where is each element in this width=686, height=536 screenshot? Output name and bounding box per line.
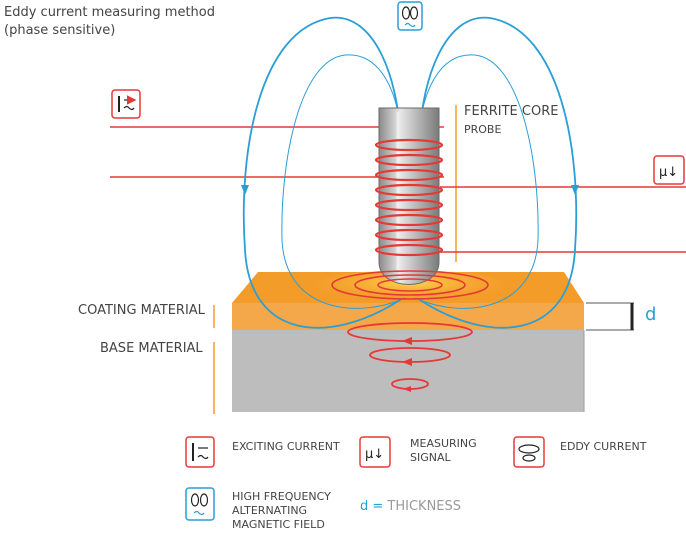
title-line-2: (phase sensitive) — [4, 23, 116, 38]
legend-exciting-current-label: EXCITING CURRENT — [232, 440, 340, 453]
thickness-symbol: d — [645, 304, 657, 325]
legend-magnetic-field-icon — [185, 487, 215, 521]
legend-eddy-current-label: EDDY CURRENT — [560, 440, 647, 453]
guide-lines — [213, 105, 457, 414]
coating-material-block — [232, 270, 584, 330]
legend-thickness: d = THICKNESS — [360, 500, 461, 514]
svg-text:μ↓: μ↓ — [659, 165, 678, 180]
magnetic-field-lines — [241, 16, 579, 329]
legend-hf-line-1: HIGH FREQUENCY — [232, 490, 331, 503]
exciting-current-icon — [111, 89, 141, 119]
legend-exciting-current-icon — [185, 436, 215, 468]
legend-thickness-prefix: d = — [360, 499, 384, 514]
thickness-bracket — [586, 302, 634, 331]
legend-eddy-current-icon — [513, 436, 545, 468]
eddy-current-surface-rings — [331, 270, 489, 300]
legend-thickness-text: THICKNESS — [387, 499, 462, 514]
eddy-current-base-rings — [347, 322, 473, 392]
ferrite-core-label: FERRITE CORE — [464, 104, 559, 119]
legend-measuring-signal-icon: μ↓ — [359, 436, 391, 468]
legend-measuring-line-1: MEASURING — [410, 437, 477, 450]
base-material-label: BASE MATERIAL — [100, 341, 203, 356]
magnetic-field-icon — [397, 1, 423, 31]
measuring-signal-icon: μ↓ — [653, 155, 685, 185]
probe-label: PROBE — [464, 123, 502, 136]
legend-hf-line-3: MAGNETIC FIELD — [232, 518, 325, 531]
diagram-title: Eddy current measuring method (phase sen… — [4, 4, 215, 40]
coating-material-label: COATING MATERIAL — [78, 303, 205, 318]
legend-hf-line-2: ALTERNATING — [232, 504, 308, 517]
legend-measuring-signal-label: MEASURING SIGNAL — [410, 437, 477, 465]
legend-measuring-line-2: SIGNAL — [410, 451, 451, 464]
base-material-block — [232, 330, 585, 412]
ferrite-core-probe — [378, 107, 440, 285]
svg-text:μ↓: μ↓ — [365, 447, 384, 462]
probe-coil — [374, 138, 444, 257]
legend-magnetic-field-label: HIGH FREQUENCY ALTERNATING MAGNETIC FIEL… — [232, 490, 331, 532]
title-line-1: Eddy current measuring method — [4, 5, 215, 20]
